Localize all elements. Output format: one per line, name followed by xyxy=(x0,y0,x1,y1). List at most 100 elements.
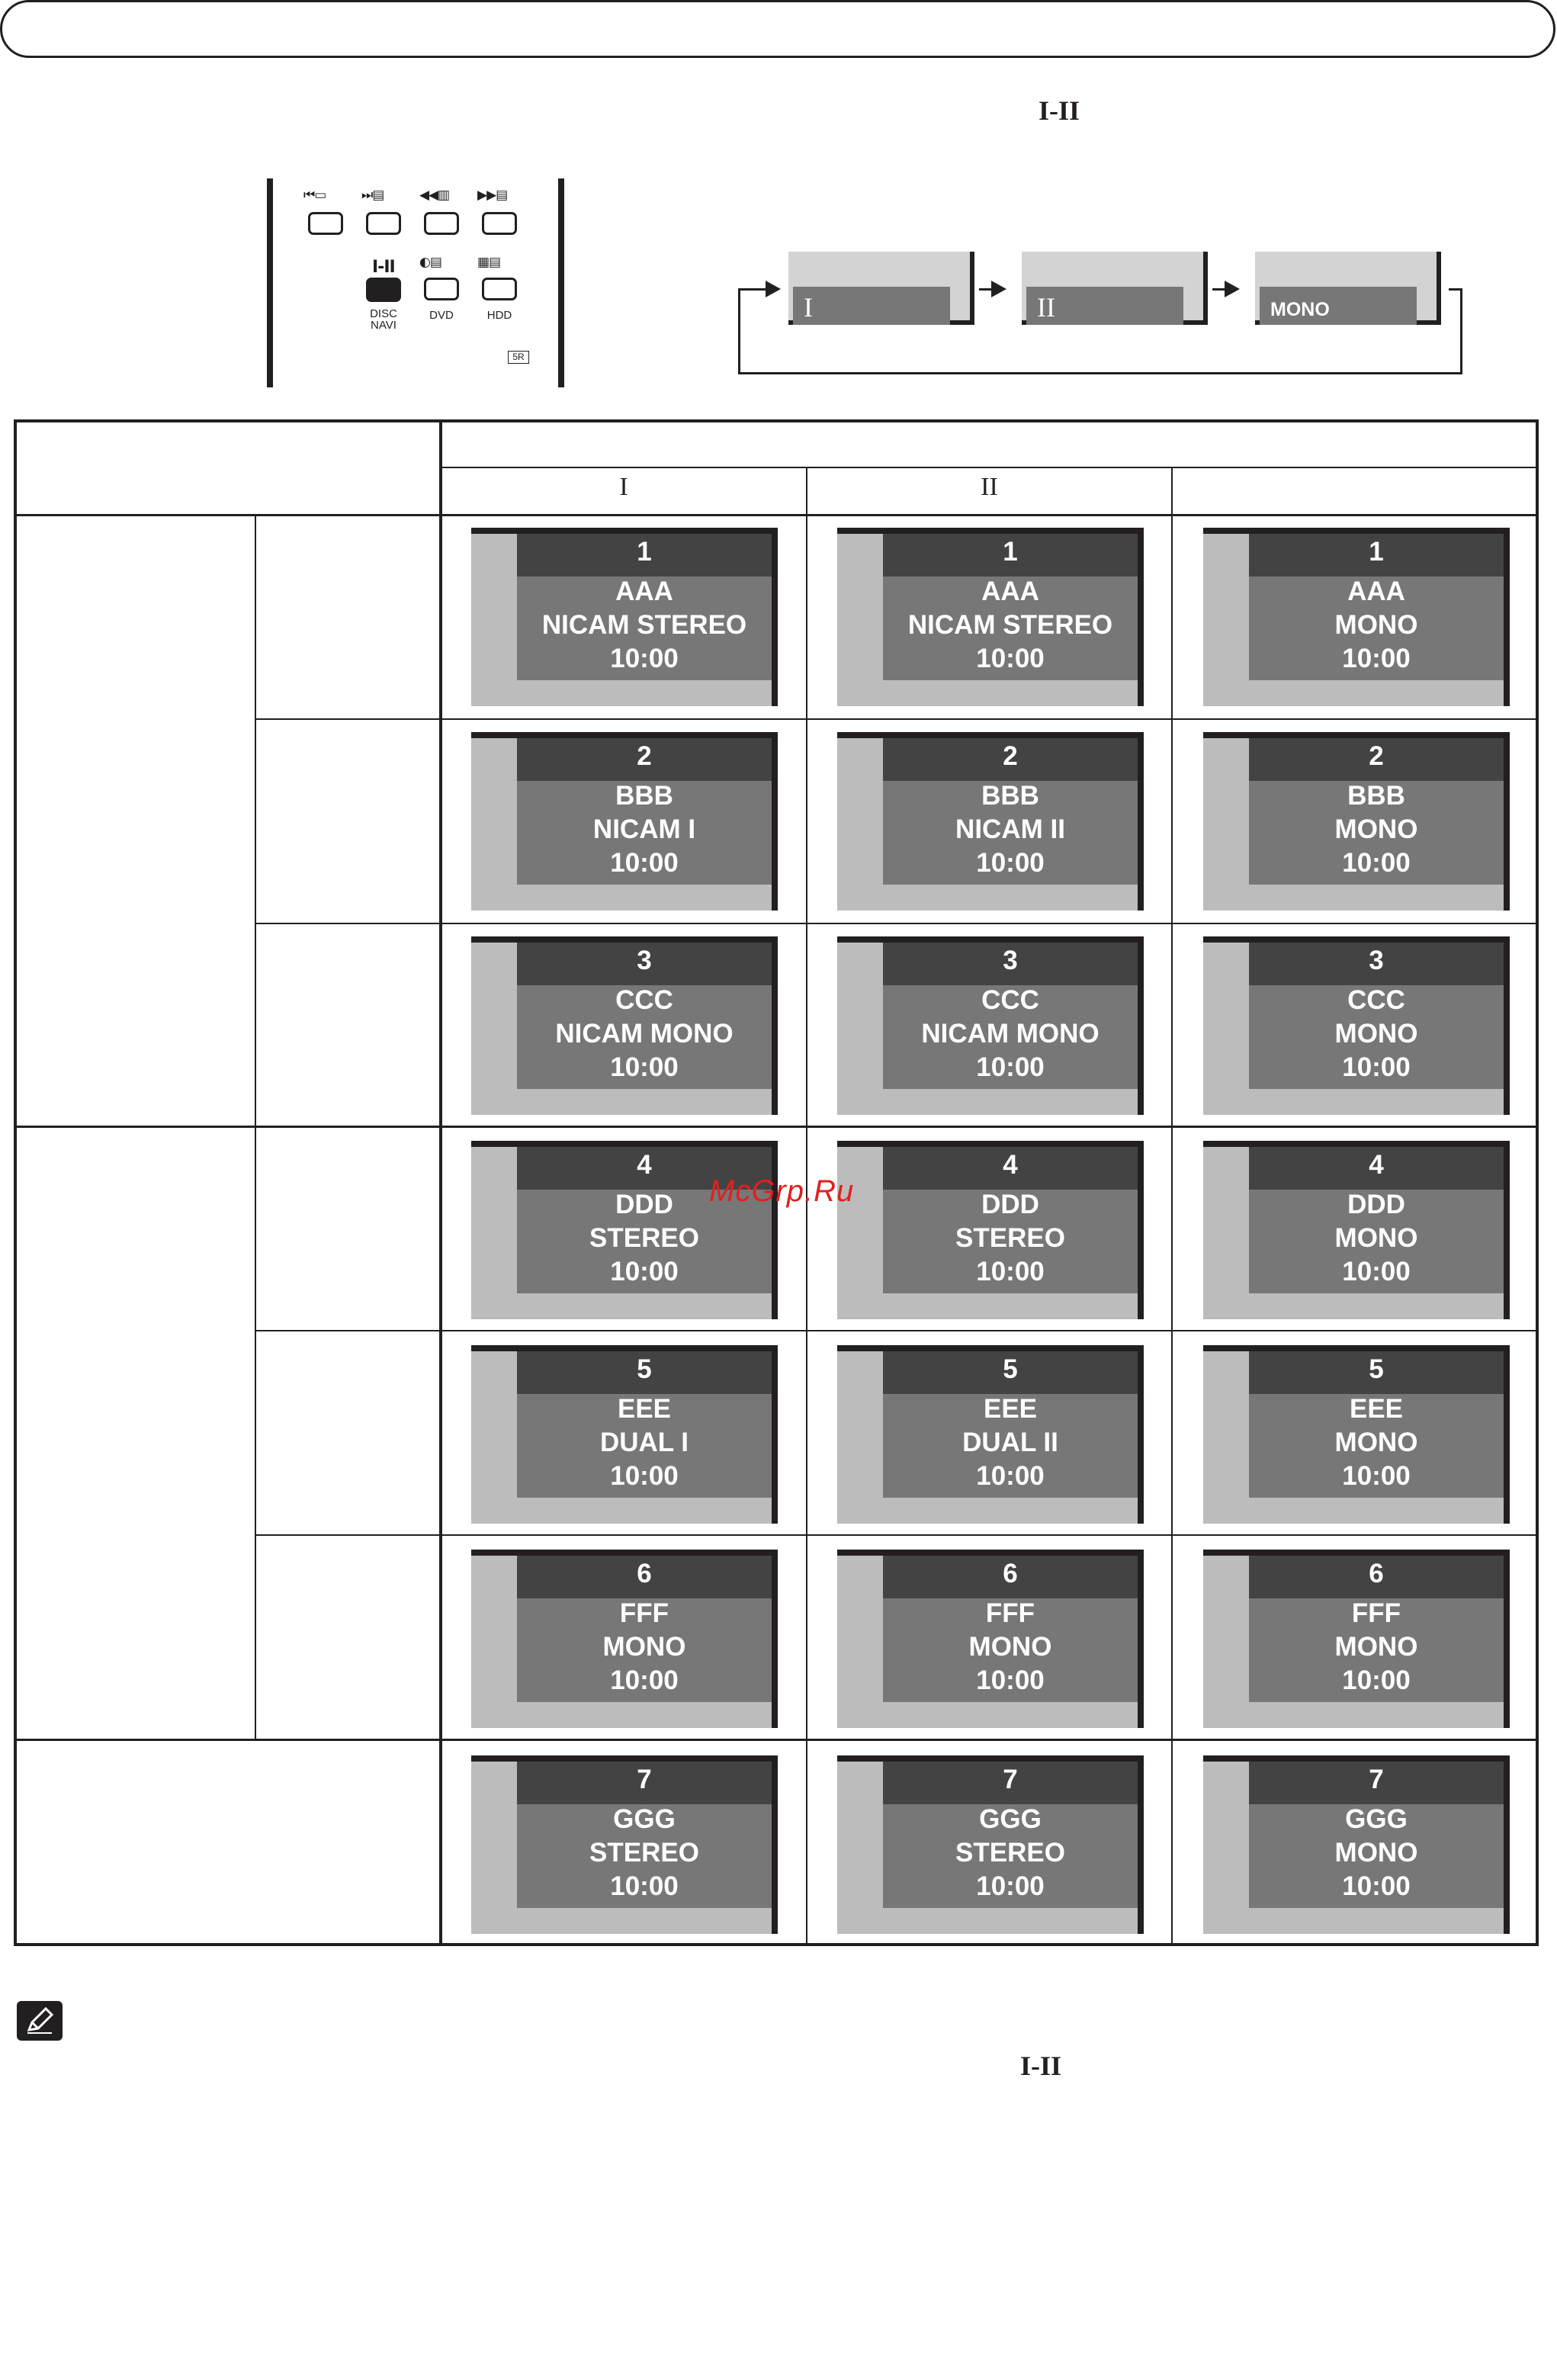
channel-name: DDD xyxy=(615,1190,673,1219)
mode-button-label: I-II xyxy=(372,258,396,277)
clock-time: 10:00 xyxy=(1342,848,1411,878)
audio-mode: NICAM STEREO xyxy=(907,610,1113,640)
audio-mode: MONO xyxy=(968,1632,1052,1662)
audio-mode: MONO xyxy=(1334,1019,1418,1049)
clock-time: 10:00 xyxy=(976,1871,1045,1901)
audio-mode: DUAL II xyxy=(962,1428,1058,1457)
cycle-arrow-2-icon xyxy=(1225,281,1240,297)
channel-name: AAA xyxy=(615,577,673,606)
remote-rail-right xyxy=(558,178,564,387)
audio-mode: DUAL I xyxy=(599,1428,689,1457)
audio-mode: NICAM I xyxy=(592,814,696,844)
clock-time: 10:00 xyxy=(1342,1871,1411,1901)
rewind-button[interactable] xyxy=(424,212,459,235)
cycle-entry-arrow-icon xyxy=(766,281,781,297)
cycle-arrow-line-1 xyxy=(979,288,994,291)
column-header-2: II xyxy=(981,473,998,501)
corner-mark: 5R xyxy=(508,351,529,364)
channel-name: CCC xyxy=(615,985,673,1015)
column-header-1: I xyxy=(619,473,628,501)
cycle-return-left xyxy=(738,288,740,374)
audio-mode: MONO xyxy=(1334,814,1418,844)
clock-time: 10:00 xyxy=(1342,1461,1411,1491)
cycle-return-bottom xyxy=(738,372,1462,374)
channel-name: AAA xyxy=(1347,577,1405,606)
channel-number: 4 xyxy=(637,1150,652,1180)
subtitle-icon: ◐▤ xyxy=(419,255,442,270)
audio-mode: STEREO xyxy=(589,1223,699,1253)
cycle-state-3-label: MONO xyxy=(1270,299,1330,320)
cycle-entry-line xyxy=(738,288,769,291)
channel-name: FFF xyxy=(1351,1598,1401,1628)
clock-time: 10:00 xyxy=(610,1871,679,1901)
channel-name: CCC xyxy=(981,985,1039,1015)
dvd-button[interactable] xyxy=(424,278,459,300)
channel-name: BBB xyxy=(1347,781,1405,811)
clock-time: 10:00 xyxy=(976,1257,1045,1286)
channel-number: 3 xyxy=(1003,946,1018,975)
clock-time: 10:00 xyxy=(610,1461,679,1491)
audio-mode: STEREO xyxy=(955,1838,1065,1868)
clock-time: 10:00 xyxy=(976,848,1045,878)
clock-time: 10:00 xyxy=(976,644,1045,673)
angle-icon: ▦▤ xyxy=(477,255,501,270)
channel-number: 5 xyxy=(637,1354,652,1384)
skip-forward-icon: ⏭▤ xyxy=(361,188,384,203)
channel-number: 7 xyxy=(1003,1765,1018,1794)
audio-mode-button[interactable] xyxy=(366,278,401,302)
channel-number: 1 xyxy=(1369,537,1384,567)
cycle-state-1: I xyxy=(788,252,974,325)
hdd-label: HDD xyxy=(486,309,512,322)
skip-forward-button[interactable] xyxy=(366,212,401,235)
mode-label-top: I-II xyxy=(1039,95,1080,126)
audio-mode: MONO xyxy=(1334,1838,1418,1868)
fast-forward-icon: ▶▶▤ xyxy=(477,188,508,203)
cycle-state-3: MONO xyxy=(1255,252,1441,325)
remote-panel: ⏮▭ ⏭▤ ◀◀▥ ▶▶▤ I-II ◐▤ ▦▤ DISC NAVI DVD H… xyxy=(267,178,564,387)
channel-number: 2 xyxy=(1003,741,1018,771)
note-pencil-icon xyxy=(17,2001,63,2041)
channel-name: BBB xyxy=(615,781,673,811)
channel-name: AAA xyxy=(981,577,1039,606)
audio-mode: NICAM MONO xyxy=(555,1019,734,1049)
cycle-state-2: II xyxy=(1022,252,1208,325)
clock-time: 10:00 xyxy=(610,1052,679,1082)
audio-mode: MONO xyxy=(1334,1632,1418,1662)
channel-number: 2 xyxy=(637,741,652,771)
channel-name: DDD xyxy=(981,1190,1039,1219)
skip-back-button[interactable] xyxy=(308,212,343,235)
clock-time: 10:00 xyxy=(976,1461,1045,1491)
channel-number: 6 xyxy=(1003,1559,1018,1588)
cycle-return-right xyxy=(1460,288,1462,374)
channel-name: FFF xyxy=(619,1598,669,1628)
clock-time: 10:00 xyxy=(976,1052,1045,1082)
audio-mode: STEREO xyxy=(955,1223,1065,1253)
hdd-button[interactable] xyxy=(482,278,517,300)
clock-time: 10:00 xyxy=(1342,1665,1411,1695)
dvd-label: DVD xyxy=(429,309,454,322)
clock-time: 10:00 xyxy=(1342,644,1411,673)
remote-rail-left xyxy=(267,178,273,387)
channel-name: GGG xyxy=(979,1804,1042,1834)
fast-forward-button[interactable] xyxy=(482,212,517,235)
rewind-icon: ◀◀▥ xyxy=(419,188,450,203)
channel-name: CCC xyxy=(1347,985,1405,1015)
channel-name: FFF xyxy=(985,1598,1035,1628)
cycle-arrow-line-2 xyxy=(1212,288,1228,291)
channel-name: EEE xyxy=(983,1394,1038,1424)
channel-number: 2 xyxy=(1369,741,1384,771)
mode-label-note: I-II xyxy=(1020,2051,1062,2081)
watermark: McGrp.Ru xyxy=(709,1174,855,1208)
